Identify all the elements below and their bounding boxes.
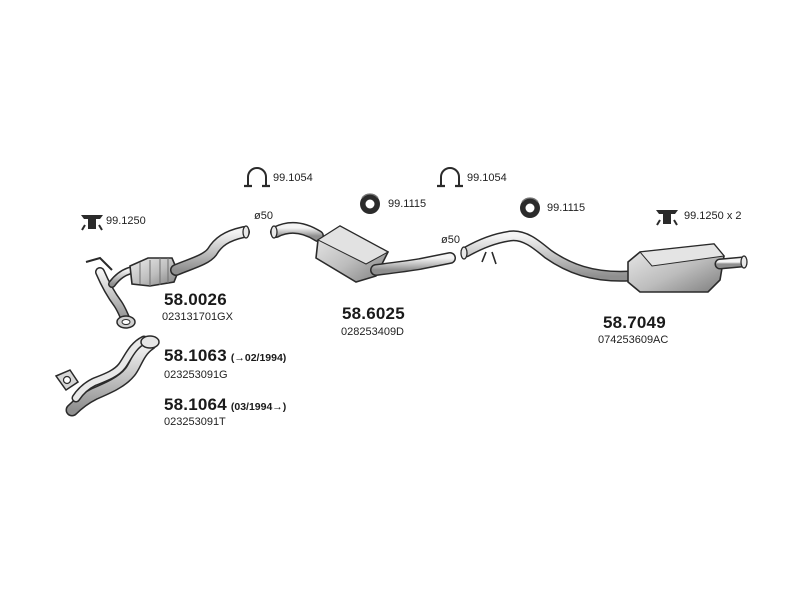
catalyst-drawing bbox=[85, 225, 250, 329]
diameter-label: ø50 bbox=[441, 234, 460, 246]
oe-number-front-pipe-a: 023253091G bbox=[164, 369, 228, 381]
hardware-label-ring-2: 99.1115 bbox=[547, 202, 586, 214]
part-number-middle-silencer: 58.6025 bbox=[342, 304, 405, 323]
front-pipe-drawing bbox=[54, 335, 160, 417]
clamp-icon bbox=[244, 167, 270, 188]
hardware-label-clamp-1: 99.1054 bbox=[273, 172, 313, 184]
date-note-front-pipe-b: (03/1994→) bbox=[230, 401, 287, 413]
rubber-ring-icon bbox=[360, 193, 380, 214]
hardware-label-hanger-left: 99.1250 bbox=[106, 215, 146, 227]
diameter-label: ø50 bbox=[254, 210, 273, 222]
hardware-label-hanger-right: 99.1250 x 2 bbox=[684, 210, 742, 222]
part-number-front-pipe-b: 58.1064 bbox=[164, 395, 227, 414]
part-number-rear-silencer: 58.7049 bbox=[603, 313, 666, 332]
rear-silencer-drawing bbox=[460, 230, 748, 293]
part-line-front-pipe-a: 58.1063(→02/1994) bbox=[164, 346, 286, 366]
oe-number-middle-silencer: 028253409D bbox=[341, 326, 405, 338]
oe-number-front-pipe-b: 023253091T bbox=[164, 416, 226, 428]
middle-silencer-drawing bbox=[270, 221, 456, 283]
hardware-label-clamp-2: 99.1054 bbox=[467, 172, 507, 184]
hardware-label-ring-1: 99.1115 bbox=[388, 198, 427, 210]
hanger-icon bbox=[656, 210, 678, 226]
rubber-ring-icon bbox=[520, 197, 540, 218]
hanger-icon bbox=[81, 215, 103, 231]
part-number-catalyst: 58.0026 bbox=[164, 290, 227, 309]
oe-number-rear-silencer: 074253609AC bbox=[598, 334, 669, 346]
clamp-icon bbox=[437, 167, 463, 188]
part-line-front-pipe-b: 58.1064(03/1994→) bbox=[164, 395, 286, 415]
part-number-front-pipe-a: 58.1063 bbox=[164, 346, 227, 365]
date-note-front-pipe-a: (→02/1994) bbox=[230, 352, 287, 364]
oe-number-catalyst: 023131701GX bbox=[162, 311, 233, 323]
